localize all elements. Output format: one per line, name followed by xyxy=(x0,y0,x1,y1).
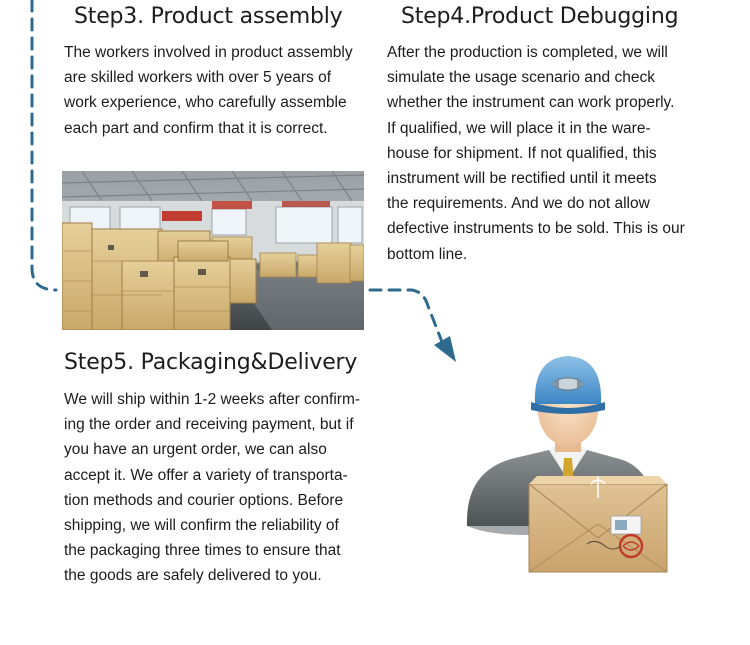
step4-description: After the production is completed, we wi… xyxy=(387,40,685,267)
step5-line: the goods are safely delivered to you. xyxy=(64,567,322,585)
step4-line: If qualified, we will place it in the wa… xyxy=(387,119,651,137)
step4-line: the requirements. And we do not allow xyxy=(387,195,650,213)
step4-line: After the production is completed, we wi… xyxy=(387,44,668,61)
step3-line: each part and confirm that it is correct… xyxy=(64,119,328,137)
warehouse-crates-photo xyxy=(62,171,364,330)
step3-title: Step3. Product assembly xyxy=(74,4,343,29)
step4-line: defective instruments to be sold. This i… xyxy=(387,220,685,238)
step4-line: simulate the usage scenario and check xyxy=(387,69,655,87)
step4-line: whether the instrument can work properly… xyxy=(387,94,675,112)
step5-description: We will ship within 1-2 weeks after conf… xyxy=(64,387,360,589)
step3-line: The workers involved in product assembly xyxy=(64,44,353,61)
delivery-courier-icon xyxy=(455,348,675,578)
step3-line: are skilled workers with over 5 years of xyxy=(64,69,332,87)
step3-description: The workers involved in product assembly… xyxy=(64,40,353,141)
step4-line: house for shipment. If not qualified, th… xyxy=(387,144,657,162)
step5-line: shipping, we will confirm the reliabilit… xyxy=(64,517,339,535)
step4-line: instrument will be rectified until it me… xyxy=(387,170,657,188)
step4-title: Step4.Product Debugging xyxy=(401,4,679,29)
step4-line: bottom line. xyxy=(387,245,468,263)
step5-line: ing the order and receiving payment, but… xyxy=(64,416,354,434)
step5-line: the packaging three times to ensure that xyxy=(64,542,341,560)
step5-title: Step5. Packaging&Delivery xyxy=(64,350,358,375)
step5-line: accept it. We offer a variety of transpo… xyxy=(64,466,348,484)
step3-line: work experience, who carefully assemble xyxy=(64,94,347,112)
step5-line: We will ship within 1-2 weeks after conf… xyxy=(64,391,361,408)
step5-line: tion methods and courier options. Before xyxy=(64,491,344,509)
step5-line: you have an urgent order, we can also xyxy=(64,441,327,459)
